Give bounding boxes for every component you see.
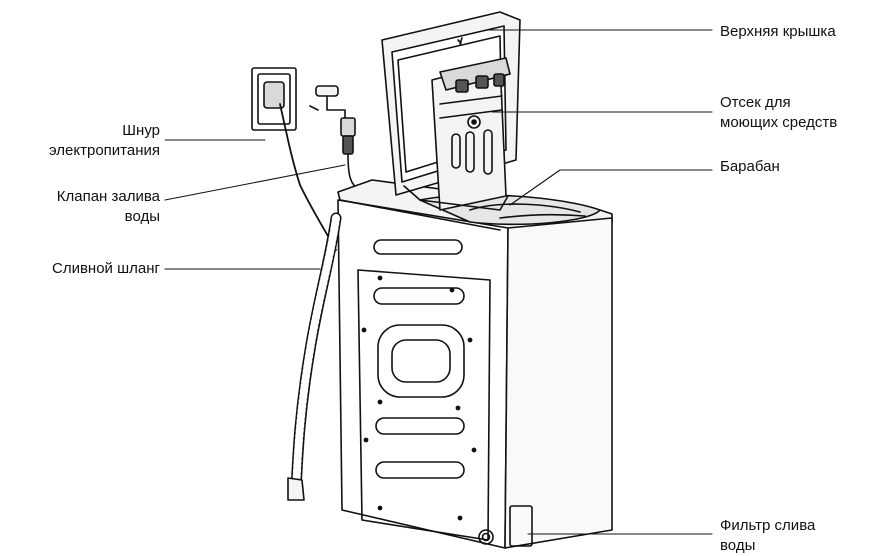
label-top-lid: Верхняя крышка xyxy=(720,23,836,40)
detergent-compartment xyxy=(403,57,511,211)
leader-lines xyxy=(164,29,713,535)
label-detergent-compartment: Отсек для моющих средств xyxy=(720,94,838,131)
drain-hose xyxy=(287,212,342,501)
water-tap xyxy=(309,85,361,191)
label-drain-filter: Фильтр слива воды xyxy=(720,517,816,554)
drain-filter-door xyxy=(509,505,533,547)
label-drum: Барабан xyxy=(720,158,780,175)
wall-outlet xyxy=(251,67,297,131)
power-cord xyxy=(279,103,337,251)
label-drain-hose: Сливной шланг xyxy=(52,260,160,277)
machine-body xyxy=(337,179,613,549)
label-power-cord: Шнур электропитания xyxy=(48,122,160,159)
label-inlet-valve: Клапан залива воды xyxy=(56,188,160,225)
